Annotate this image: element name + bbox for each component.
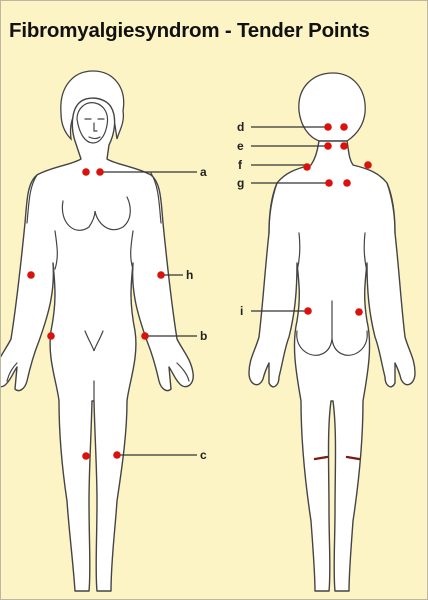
front-figure (1, 71, 193, 591)
tender-point-f-right (364, 161, 372, 169)
label-e: e (237, 139, 244, 153)
tender-point-a-right (96, 168, 104, 176)
tender-point-f-left (303, 163, 311, 171)
tender-point-c-left (82, 452, 90, 460)
label-c: c (200, 448, 207, 462)
back-hair (299, 73, 365, 141)
tender-point-c-right (113, 451, 121, 459)
label-b: b (200, 329, 207, 343)
label-i: i (240, 304, 243, 318)
tender-point-g-left (325, 179, 333, 187)
tender-point-b-left (47, 332, 55, 340)
label-d: d (237, 120, 244, 134)
tender-point-d-right (340, 123, 348, 131)
label-g: g (237, 176, 244, 190)
back-figure (249, 73, 415, 591)
tender-point-b-right (141, 332, 149, 340)
tender-point-a-left (82, 168, 90, 176)
tender-point-e-right (340, 142, 348, 150)
tender-point-h-right (157, 271, 165, 279)
tender-point-g-right (343, 179, 351, 187)
back-body-outline (249, 141, 415, 591)
tender-point-i-right (355, 308, 363, 316)
tender-point-e-left (324, 142, 332, 150)
tender-point-d-left (324, 123, 332, 131)
tender-point-i-left (304, 307, 312, 315)
label-h: h (186, 268, 193, 282)
label-a: a (200, 165, 207, 179)
tender-point-h-left (27, 271, 35, 279)
label-f: f (238, 158, 243, 172)
